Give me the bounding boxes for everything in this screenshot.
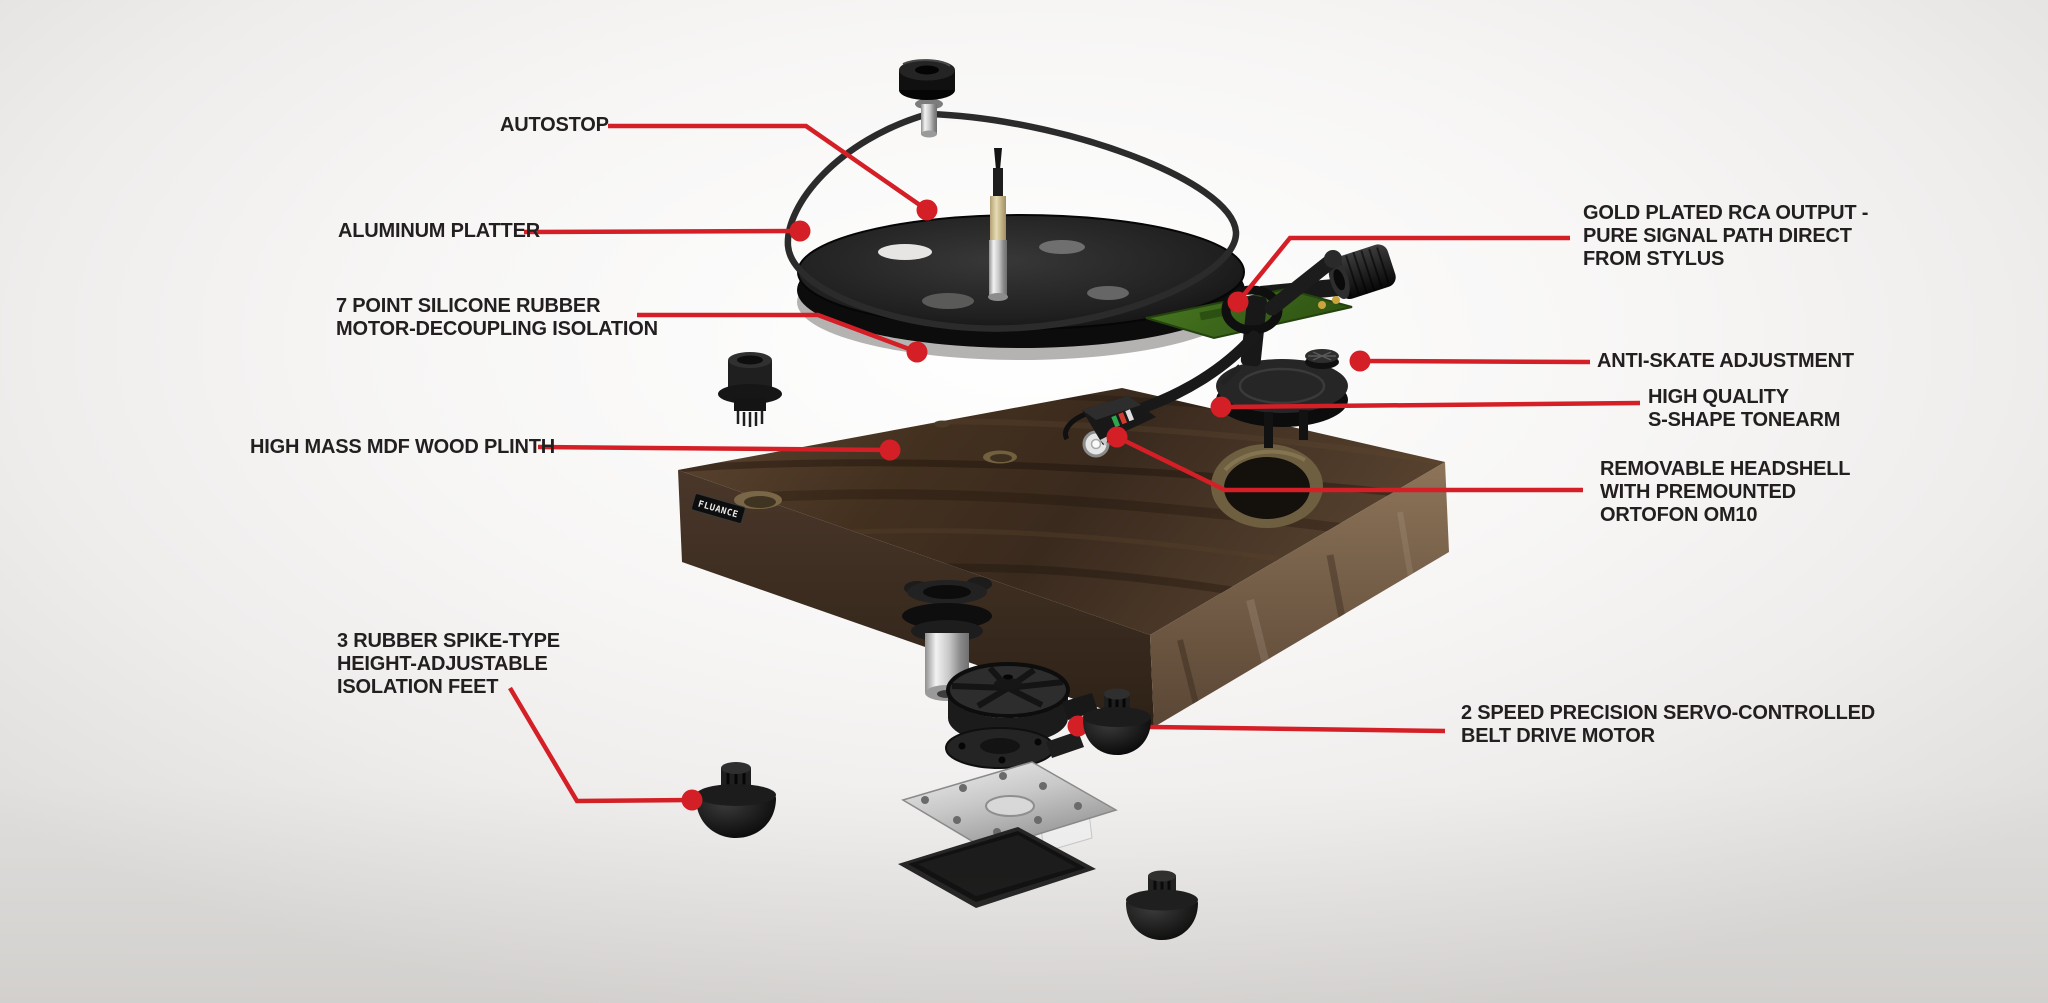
motor-cover-tray — [898, 827, 1096, 908]
headshell-line-2: WITH PREMOUNTED — [1600, 481, 1796, 503]
isolation-foot-right — [1126, 870, 1198, 940]
aluminum-platter — [797, 214, 1245, 360]
callout-anti-skate: ANTI-SKATE ADJUSTMENT — [1597, 350, 1854, 373]
callout-motor: 2 SPEED PRECISION SERVO-CONTROLLED BELT … — [1461, 702, 1875, 748]
drive-belt — [784, 110, 1240, 332]
isolation-line-2: MOTOR-DECOUPLING ISOLATION — [336, 318, 658, 340]
headshell-line-3: ORTOFON OM10 — [1600, 504, 1758, 526]
feet-line-3: ISOLATION FEET — [337, 676, 499, 698]
feet-line-2: HEIGHT-ADJUSTABLE — [337, 653, 548, 675]
rca-line-1: GOLD PLATED RCA OUTPUT - — [1583, 202, 1869, 224]
platter-holes — [878, 240, 1129, 309]
leader-tonearm — [1220, 400, 1641, 410]
45-adapter — [899, 59, 955, 100]
leader-rca — [1236, 235, 1570, 304]
silicone-grommet — [718, 352, 782, 427]
motor-mounting-plate — [901, 761, 1118, 853]
plinth-line-1: HIGH MASS MDF WOOD PLINTH — [250, 436, 555, 458]
isolation-foot-left — [696, 762, 776, 838]
counterweight — [1328, 244, 1396, 299]
isolation-foot-middle — [1083, 688, 1151, 755]
callout-leaders — [508, 123, 1641, 804]
callout-platter-text: ALUMINUM PLATTER — [338, 220, 540, 242]
plinth-isolation-holes — [734, 420, 1017, 509]
leader-platter — [523, 228, 801, 235]
leader-headshell — [1116, 434, 1583, 493]
callout-autostop: AUTOSTOP — [500, 114, 609, 137]
rca-line-2: PURE SIGNAL PATH DIRECT — [1583, 225, 1852, 247]
leader-plinth — [537, 444, 891, 453]
anti-skate-dial — [1305, 349, 1339, 369]
tonearm-line-1: HIGH QUALITY — [1648, 386, 1789, 408]
bearing-assembly — [902, 577, 992, 701]
callout-wood-plinth: HIGH MASS MDF WOOD PLINTH — [250, 436, 555, 459]
callout-silicone-isolation: 7 POINT SILICONE RUBBER MOTOR-DECOUPLING… — [336, 295, 658, 341]
callout-aluminum-platter: ALUMINUM PLATTER — [338, 220, 540, 243]
leader-feet — [508, 686, 693, 804]
spindle — [988, 148, 1008, 301]
tonearm-assembly — [1082, 250, 1348, 458]
leader-isolation — [637, 312, 918, 355]
callout-rca-output: GOLD PLATED RCA OUTPUT - PURE SIGNAL PAT… — [1583, 202, 1868, 271]
isolation-line-1: 7 POINT SILICONE RUBBER — [336, 295, 601, 317]
grommet-pins — [736, 411, 764, 427]
belt-drive-motor — [945, 662, 1098, 769]
leader-antiskate — [1359, 358, 1591, 365]
rca-line-3: FROM STYLUS — [1583, 248, 1725, 270]
motor-line-2: BELT DRIVE MOTOR — [1461, 725, 1655, 747]
callout-tonearm: HIGH QUALITY S-SHAPE TONEARM — [1648, 386, 1840, 432]
callout-isolation-feet: 3 RUBBER SPIKE-TYPE HEIGHT-ADJUSTABLE IS… — [337, 630, 560, 699]
callout-dots — [681, 199, 1371, 811]
antiskate-line-1: ANTI-SKATE ADJUSTMENT — [1597, 350, 1854, 372]
feet-line-1: 3 RUBBER SPIKE-TYPE — [337, 630, 560, 652]
callout-headshell: REMOVABLE HEADSHELL WITH PREMOUNTED ORTO… — [1600, 458, 1850, 527]
headshell-cartridge — [1063, 396, 1156, 446]
callout-autostop-text: AUTOSTOP — [500, 114, 609, 136]
headshell-line-1: REMOVABLE HEADSHELL — [1600, 458, 1851, 480]
motor-line-1: 2 SPEED PRECISION SERVO-CONTROLLED — [1461, 702, 1876, 724]
tonearm-line-2: S-SHAPE TONEARM — [1648, 409, 1841, 431]
leader-autostop — [608, 123, 929, 212]
tonearm-well — [1211, 444, 1323, 528]
motor-pulley — [915, 98, 943, 138]
